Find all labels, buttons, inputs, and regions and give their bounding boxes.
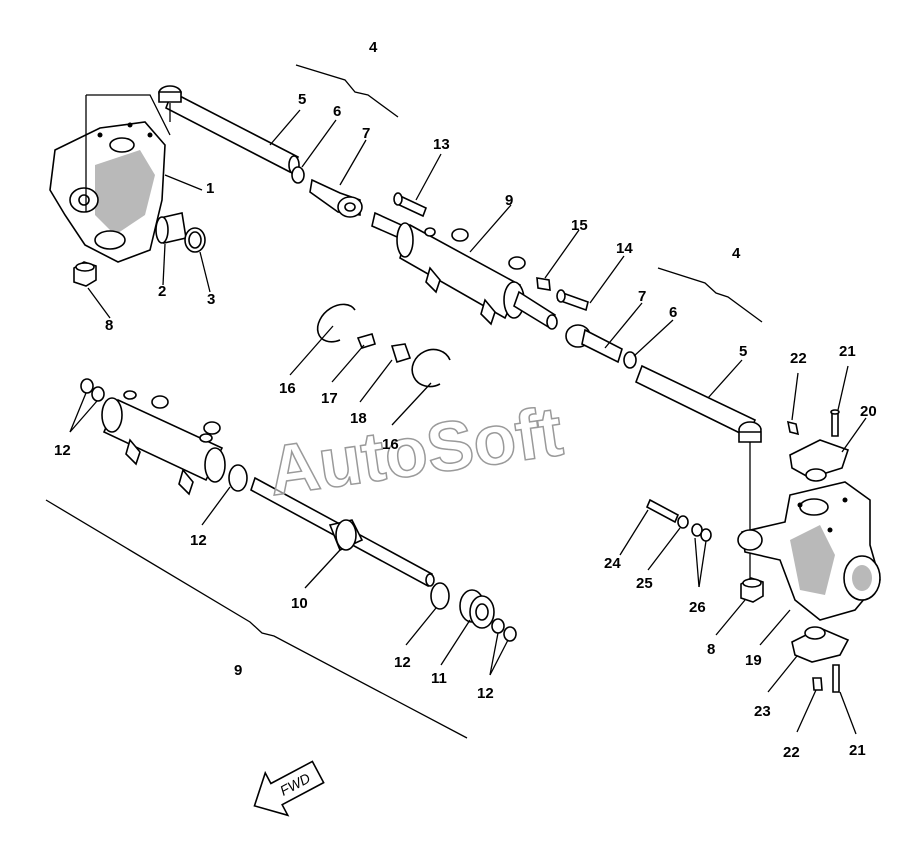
callout-11: 11 [431, 670, 447, 687]
o-ring-6 [503, 626, 517, 642]
cylinder-assembly [371, 211, 558, 330]
spacer-15 [536, 277, 551, 291]
callout-5-right: 5 [739, 343, 747, 360]
callout-14: 14 [616, 240, 633, 257]
retainer-clip [356, 333, 376, 349]
callout-16-right: 16 [382, 436, 399, 453]
jam-nut-right [623, 351, 637, 369]
nut-right [740, 577, 764, 603]
bracket-4-right [657, 267, 763, 323]
bleed-screw [390, 343, 412, 363]
jam-nut-left [291, 166, 305, 184]
forward-direction-arrow: FWD [253, 760, 325, 817]
leader-lines [69, 109, 867, 735]
gland [459, 589, 495, 629]
callout-5-top: 5 [298, 91, 306, 108]
callout-16-left: 16 [279, 380, 296, 397]
callout-19: 19 [745, 652, 762, 669]
callout-3: 3 [207, 291, 215, 308]
callout-6-top: 6 [333, 103, 341, 120]
callout-4-top: 4 [369, 39, 378, 56]
callout-13: 13 [433, 136, 450, 153]
steering-knuckle-left [49, 121, 166, 263]
callout-4-right: 4 [732, 245, 741, 262]
callout-21-bottom: 21 [849, 742, 866, 759]
upper-cap [789, 439, 850, 482]
callout-12-d: 12 [477, 685, 494, 702]
callout-17: 17 [321, 390, 338, 407]
o-ring-4 [430, 582, 450, 610]
washer-25 [677, 515, 689, 529]
callout-26: 26 [689, 599, 706, 616]
snap-ring-right [411, 348, 451, 388]
watermark: AutoSoft [264, 392, 567, 510]
rod-end-left [309, 178, 363, 218]
callout-10: 10 [291, 595, 308, 612]
bolt-13 [393, 192, 428, 218]
callout-20: 20 [860, 403, 877, 420]
lower-cap [791, 626, 850, 663]
callout-18: 18 [350, 410, 367, 427]
o-ring-2 [91, 386, 105, 402]
callout-labels: 1 2 3 4 4 5 5 6 6 7 7 8 8 9 9 10 11 12 1… [54, 39, 877, 761]
tie-rod-left [158, 85, 300, 175]
callout-2: 2 [158, 283, 166, 300]
callout-12-c: 12 [394, 654, 411, 671]
callout-15: 15 [571, 217, 588, 234]
bolt-14 [556, 289, 589, 312]
callout-24: 24 [604, 555, 621, 572]
callout-25: 25 [636, 575, 653, 592]
callout-1: 1 [206, 180, 214, 197]
bolt-21-top [830, 409, 840, 437]
spacer-26a [691, 523, 703, 537]
callout-12-a: 12 [54, 442, 71, 459]
callout-23: 23 [754, 703, 771, 720]
bushing [155, 212, 187, 244]
callout-6-right: 6 [669, 304, 677, 321]
spacer-26b [700, 528, 712, 542]
o-ring-5 [491, 618, 505, 634]
rod-end-right [565, 324, 623, 364]
callout-7-right: 7 [638, 288, 646, 305]
grease-fitting-top [786, 420, 800, 436]
callout-9-bottom: 9 [234, 662, 242, 679]
piston-rod [250, 476, 435, 588]
bracket-9-bottom [45, 499, 468, 739]
callout-9-top: 9 [505, 192, 513, 209]
callout-22-bottom: 22 [783, 744, 800, 761]
steering-knuckle-right [737, 481, 881, 621]
callout-8-left: 8 [105, 317, 113, 334]
bolt-21-bottom [832, 664, 840, 693]
callout-22-top: 22 [790, 350, 807, 367]
o-ring-1 [80, 378, 94, 394]
o-ring-3 [228, 464, 248, 492]
bracket-4-top [295, 64, 399, 118]
callout-8-right: 8 [707, 641, 715, 658]
callout-7-top: 7 [362, 125, 370, 142]
callout-12-b: 12 [190, 532, 207, 549]
nut-left [73, 261, 97, 287]
tie-rod-right [634, 364, 762, 578]
callout-21-top: 21 [839, 343, 856, 360]
cylinder-barrel [101, 390, 226, 496]
bolt-24 [645, 498, 680, 524]
grease-fitting-bottom [812, 677, 823, 691]
